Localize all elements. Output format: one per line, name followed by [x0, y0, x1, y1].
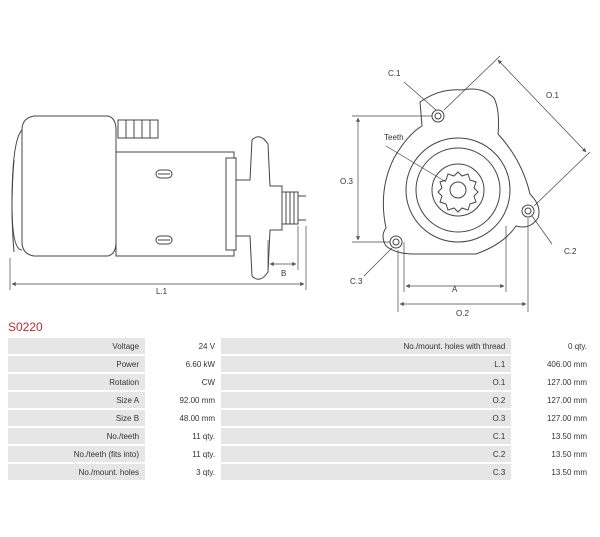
- spec-value-2: 13.50 mm: [511, 446, 593, 462]
- spec-value-2: 127.00 mm: [511, 374, 593, 390]
- spec-label: Voltage: [8, 338, 146, 354]
- product-code: S0220: [8, 320, 43, 334]
- starter-technical-drawing: B L.1 C.1 O.1: [9, 55, 591, 318]
- label-c2: C.2: [564, 247, 577, 256]
- label-c3: C.3: [350, 277, 363, 286]
- label-teeth: Teeth: [384, 133, 404, 142]
- spec-label-2: C.2: [236, 446, 512, 462]
- spec-label-2: C.1: [236, 428, 512, 444]
- spec-value-2: 13.50 mm: [511, 464, 593, 480]
- spec-gap: [221, 428, 237, 444]
- spec-label-2: O.3: [236, 410, 512, 426]
- spec-label: Size A: [8, 392, 146, 408]
- spec-label: No./teeth: [8, 428, 146, 444]
- spec-value: 11 qty.: [145, 428, 222, 444]
- spec-value: 6.60 kW: [145, 356, 222, 372]
- spec-gap: [221, 338, 237, 354]
- spec-gap: [221, 392, 237, 408]
- spec-gap: [221, 464, 237, 480]
- spec-value: 92.00 mm: [145, 392, 222, 408]
- spec-label: Size B: [8, 410, 146, 426]
- label-c1: C.1: [388, 69, 401, 78]
- spec-value: CW: [145, 374, 222, 390]
- spec-value-2: 0 qty.: [511, 338, 593, 354]
- label-l1: L.1: [156, 287, 168, 296]
- label-o1: O.1: [546, 91, 559, 100]
- spec-value: 11 qty.: [145, 446, 222, 462]
- spec-value: 48.00 mm: [145, 410, 222, 426]
- spec-gap: [221, 410, 237, 426]
- spec-label: No./teeth (fits into): [8, 446, 146, 462]
- label-a: A: [452, 285, 458, 294]
- spec-label-2: C.3: [236, 464, 512, 480]
- spec-value: 3 qty.: [145, 464, 222, 480]
- spec-label: Rotation: [8, 374, 146, 390]
- spec-label-2: L.1: [236, 356, 512, 372]
- label-o3: O.3: [340, 177, 353, 186]
- side-view: [9, 115, 307, 290]
- spec-gap: [221, 356, 237, 372]
- spec-value-2: 127.00 mm: [511, 410, 593, 426]
- spec-value-2: 406.00 mm: [511, 356, 593, 372]
- spec-value-2: 13.50 mm: [511, 428, 593, 444]
- spec-label: Power: [8, 356, 146, 372]
- spec-label-2: No./mount. holes with thread: [236, 338, 512, 354]
- spec-label-2: O.2: [236, 392, 512, 408]
- label-b: B: [281, 269, 286, 278]
- spec-label-2: O.1: [236, 374, 512, 390]
- label-o2: O.2: [456, 309, 469, 318]
- spec-label: No./mount. holes: [8, 464, 146, 480]
- spec-value: 24 V: [145, 338, 222, 354]
- spec-gap: [221, 374, 237, 390]
- spec-gap: [221, 446, 237, 462]
- front-view: [352, 55, 591, 312]
- spec-value-2: 127.00 mm: [511, 392, 593, 408]
